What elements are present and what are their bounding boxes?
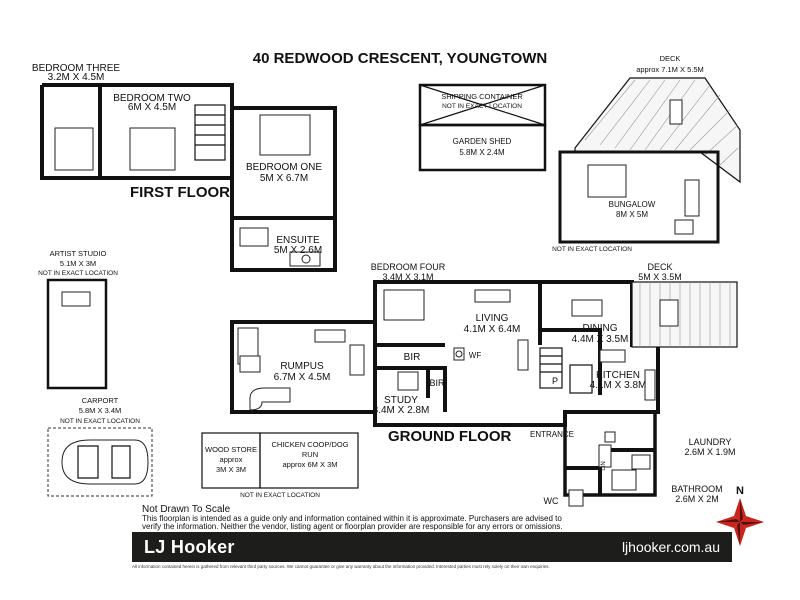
deck-right: [631, 281, 738, 348]
ground-floor-plan: [230, 280, 660, 507]
bedroom-two-label: BEDROOM TWO: [113, 93, 191, 104]
property-address-title: 40 REDWOOD CRESCENT, YOUNGTOWN: [253, 50, 547, 67]
bedroom-one-size: 5M X 6.7M: [260, 173, 308, 184]
bedroom-four-size: 3.4M X 3.1M: [382, 272, 433, 282]
linen-label: LIN: [601, 461, 607, 470]
ground-floor-label: GROUND FLOOR: [388, 428, 511, 445]
rumpus-label: RUMPUS: [280, 361, 324, 372]
bedroom-two-size: 6M X 4.5M: [128, 102, 176, 113]
bedroom-four-label: BEDROOM FOUR: [371, 262, 446, 272]
shipping-container-label: SHIPPING CONTAINER: [441, 92, 523, 101]
fine-print: All information contained herein is gath…: [132, 564, 550, 569]
artist-studio-note: NOT IN EXACT LOCATION: [38, 270, 118, 277]
dining-size: 4.4M X 3.5M: [572, 334, 629, 345]
bungalow-size: 8M X 5M: [616, 210, 648, 219]
wc-label: WC: [544, 496, 559, 506]
shipping-container-note: NOT IN EXACT LOCATION: [442, 103, 522, 110]
chicken-coop-label-2: RUN: [302, 450, 318, 459]
bungalow-note: NOT IN EXACT LOCATION: [552, 246, 632, 253]
carport-size: 5.8M X 3.4M: [79, 406, 122, 415]
footer-banner: LJ Hooker ljhooker.com.au: [132, 532, 732, 562]
carport-note: NOT IN EXACT LOCATION: [60, 418, 140, 425]
deck-top-bungalow: [558, 77, 741, 244]
bedroom-three-label: BEDROOM THREE: [32, 63, 120, 74]
bungalow-label: BUNGALOW: [609, 200, 656, 209]
chicken-coop-label: CHICKEN COOP/DOG: [271, 440, 348, 449]
website-link[interactable]: ljhooker.com.au: [621, 539, 720, 555]
study-label: STUDY: [384, 395, 418, 406]
artist-studio-size: 5.1M X 3M: [60, 259, 96, 268]
garden-shed-size: 5.8M X 2.4M: [459, 148, 505, 157]
compass-rose-icon: [716, 498, 764, 546]
outbuilding-note: NOT IN EXACT LOCATION: [240, 492, 320, 499]
bedroom-one-label: BEDROOM ONE: [246, 162, 322, 173]
study-size: 3.4M X 2.8M: [373, 405, 430, 416]
deck-top-size: approx 7.1M X 5.5M: [636, 65, 704, 74]
disclaimer-line-1: This floorplan is intended as a guide on…: [142, 514, 562, 523]
first-floor-label: FIRST FLOOR: [130, 184, 230, 201]
dining-label: DINING: [583, 323, 618, 334]
laundry-size: 2.6M X 1.9M: [684, 447, 735, 457]
deck-right-label: DECK: [647, 262, 672, 272]
wood-store-approx: approx: [220, 455, 243, 464]
deck-right-size: 5M X 3.5M: [638, 272, 682, 282]
kitchen-label: KITCHEN: [596, 370, 640, 381]
deck-top-label: DECK: [660, 54, 681, 63]
chicken-coop-size: approx 6M X 3M: [282, 460, 337, 469]
entrance-label: ENTRANCE: [530, 430, 574, 439]
carport-label: CARPORT: [82, 396, 119, 405]
artist-studio-carport: [46, 278, 153, 497]
bedroom-three-size: 3.2M X 4.5M: [48, 72, 105, 83]
wood-store-size: 3M X 3M: [216, 465, 246, 474]
living-size: 4.1M X 6.4M: [464, 324, 521, 335]
pantry-label: P: [552, 376, 558, 386]
ensuite-label: ENSUITE: [276, 235, 320, 246]
ensuite-size: 5M X 2.6M: [274, 245, 322, 256]
not-to-scale-heading: Not Drawn To Scale: [142, 504, 231, 515]
artist-studio-label: ARTIST STUDIO: [50, 249, 107, 258]
kitchen-size: 4.1M X 3.8M: [590, 380, 647, 391]
bir-label-1: BIR: [404, 352, 421, 363]
laundry-label: LAUNDRY: [689, 437, 732, 447]
bir-label-2: BIR: [429, 378, 445, 388]
wood-store-chicken-coop: [201, 432, 359, 489]
compass-north-label: N: [736, 485, 744, 497]
shipping-container-shed: [418, 83, 547, 172]
living-label: LIVING: [476, 313, 509, 324]
wood-store-label: WOOD STORE: [205, 445, 257, 454]
lj-hooker-logo: LJ Hooker: [144, 536, 235, 557]
disclaimer-line-2: verify the information. Neither the vend…: [142, 522, 563, 531]
rumpus-size: 6.7M X 4.5M: [274, 372, 331, 383]
first-floor-plan: [40, 83, 337, 272]
bathroom-size: 2.6M X 2M: [675, 494, 719, 504]
garden-shed-label: GARDEN SHED: [453, 137, 512, 146]
bathroom-label: BATHROOM: [671, 484, 722, 494]
wf-label: WF: [469, 351, 482, 360]
